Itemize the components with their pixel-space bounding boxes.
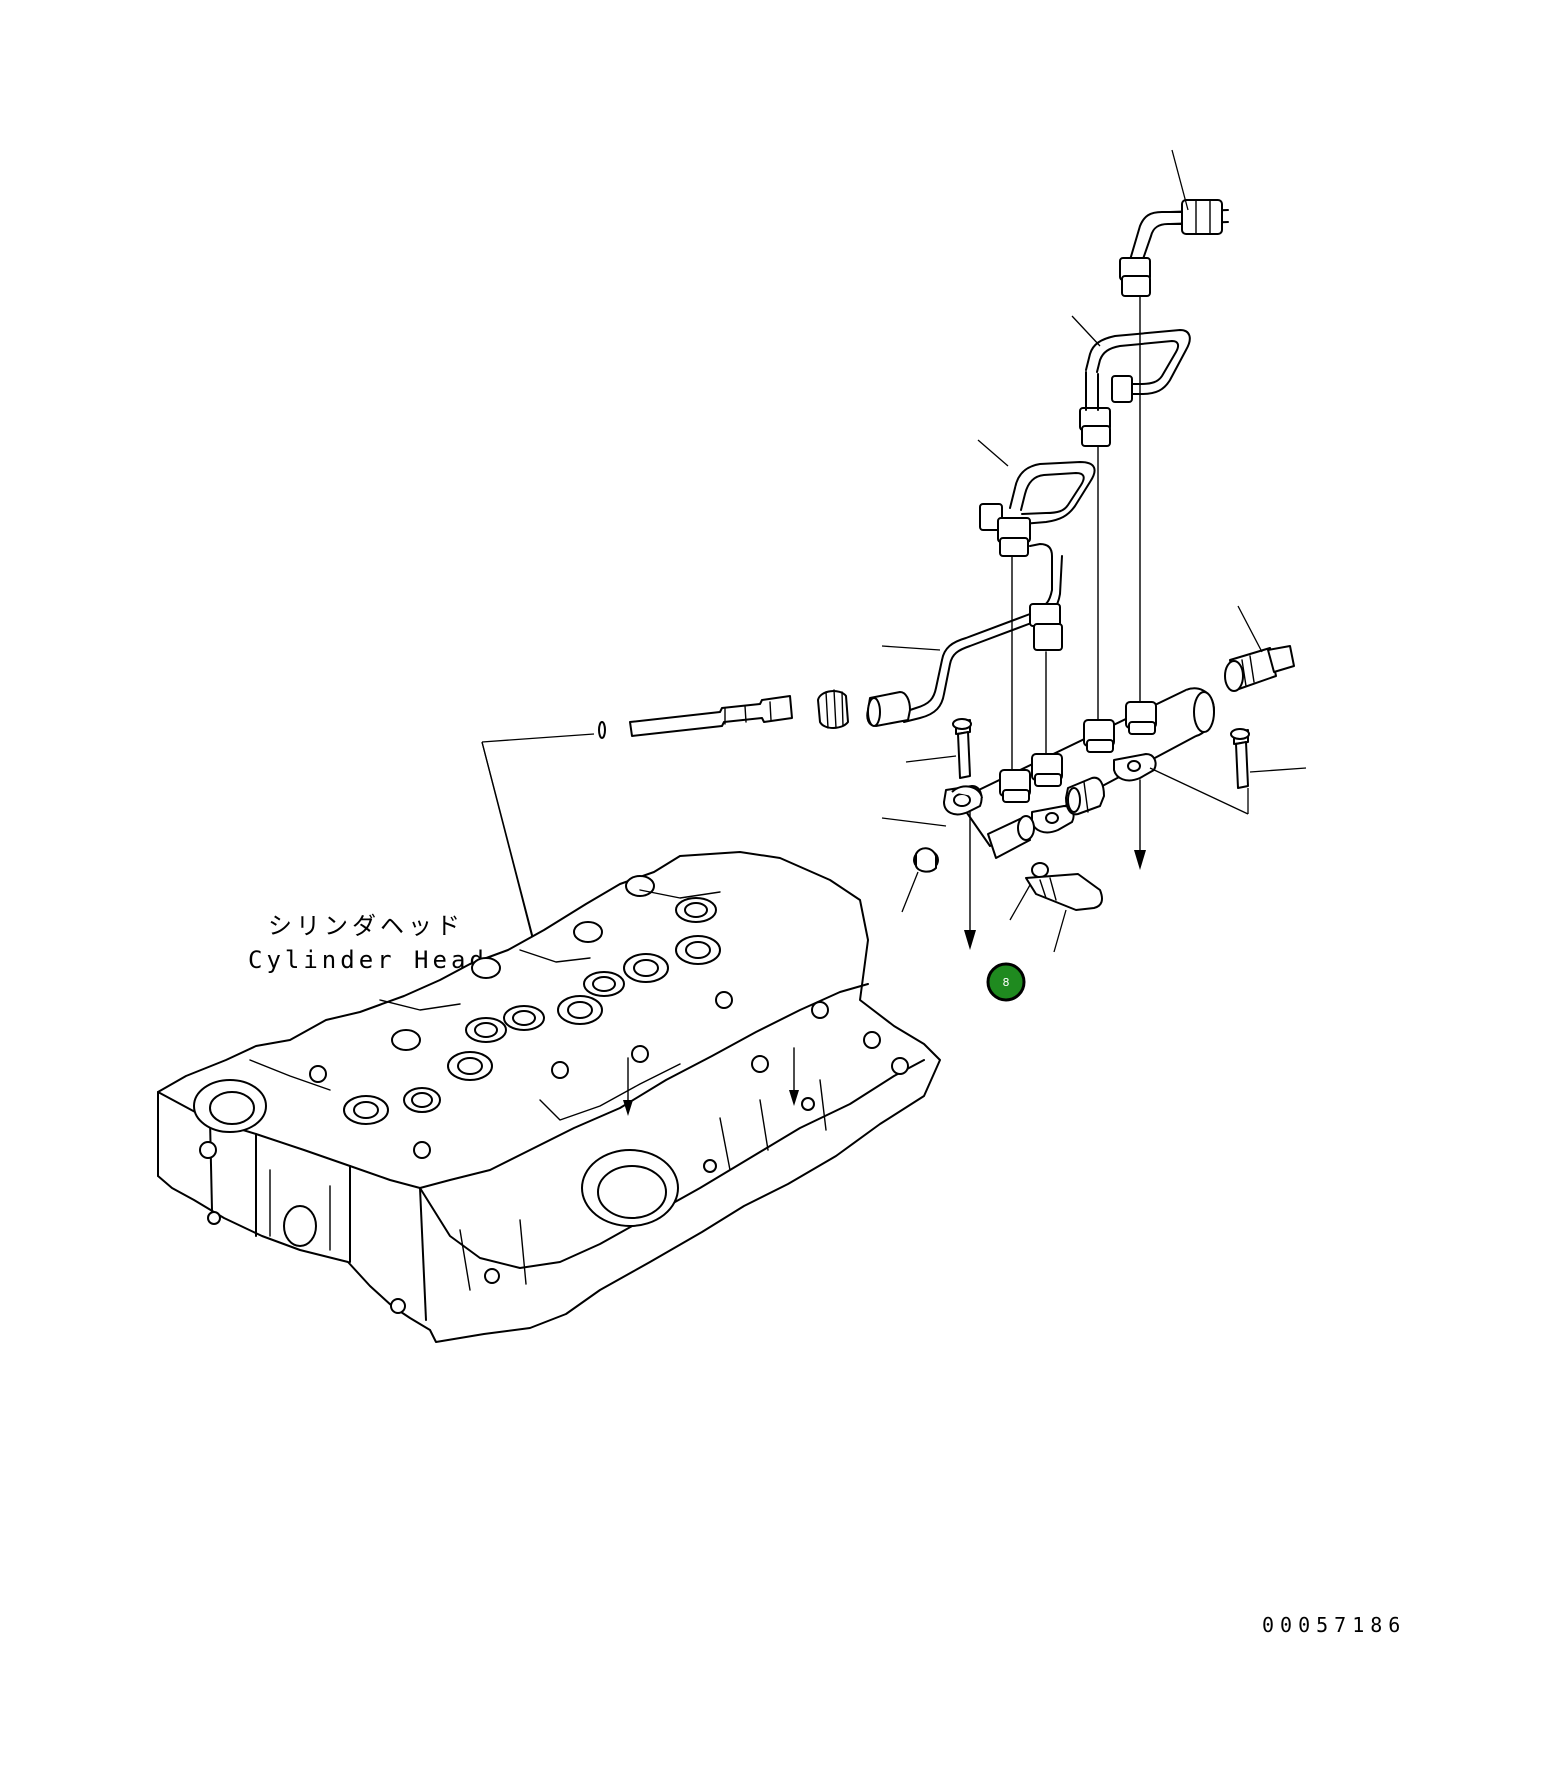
- rail-outlet-4[interactable]: [1125, 701, 1157, 735]
- rail-bolt-left[interactable]: [905, 718, 972, 779]
- mounting-arrow-left: [964, 811, 976, 950]
- injector-connector[interactable]: [866, 691, 911, 727]
- pipe-connection-lines: [1011, 295, 1141, 779]
- rail-outlet-1[interactable]: [999, 769, 1031, 803]
- fuel-pipe-3[interactable]: [977, 439, 1096, 557]
- fuel-pipe-4[interactable]: [881, 543, 1063, 723]
- fuel-pipe-2[interactable]: [1071, 315, 1191, 447]
- front-port-right: [581, 1149, 679, 1227]
- rail-mounting-flange-mid: [1031, 805, 1075, 834]
- callout-badge-number: 8: [1003, 976, 1010, 989]
- drawing-code: 00057186: [1262, 1613, 1406, 1637]
- cylinder-head[interactable]: [157, 851, 941, 1343]
- fuel-pipe-1[interactable]: [1119, 149, 1229, 297]
- rail-bolt-right[interactable]: [1230, 728, 1307, 789]
- pressure-relief-valve[interactable]: [1065, 776, 1105, 816]
- o-ring[interactable]: [481, 721, 606, 743]
- valve-ports: [343, 875, 721, 1125]
- common-rail[interactable]: [943, 687, 1215, 859]
- bolt-pair-bracket-line: [1149, 767, 1249, 815]
- washer[interactable]: [881, 785, 983, 827]
- head-mount-arrows: [623, 1047, 799, 1116]
- rail-outlet-2[interactable]: [1031, 753, 1063, 787]
- head-side-details: [249, 889, 827, 1291]
- callout-badge-8[interactable]: 8: [986, 962, 1026, 1002]
- cylinder-head-label-en: Cylinder Head: [248, 946, 488, 974]
- injector-collar[interactable]: [817, 689, 849, 729]
- plug[interactable]: [901, 847, 939, 913]
- mounting-arrow-right: [1134, 779, 1146, 870]
- head-bolt-bosses: [199, 991, 909, 1314]
- rail-mounting-flange-right: [1113, 753, 1157, 782]
- front-port-left: [193, 1079, 267, 1133]
- return-fitting[interactable]: [1025, 873, 1103, 953]
- rail-outlet-3[interactable]: [1083, 719, 1115, 753]
- injector-nozzle[interactable]: [629, 695, 793, 737]
- cylinder-head-label-jp: シリンダヘッド: [268, 912, 464, 940]
- pressure-sensor[interactable]: [1224, 605, 1295, 692]
